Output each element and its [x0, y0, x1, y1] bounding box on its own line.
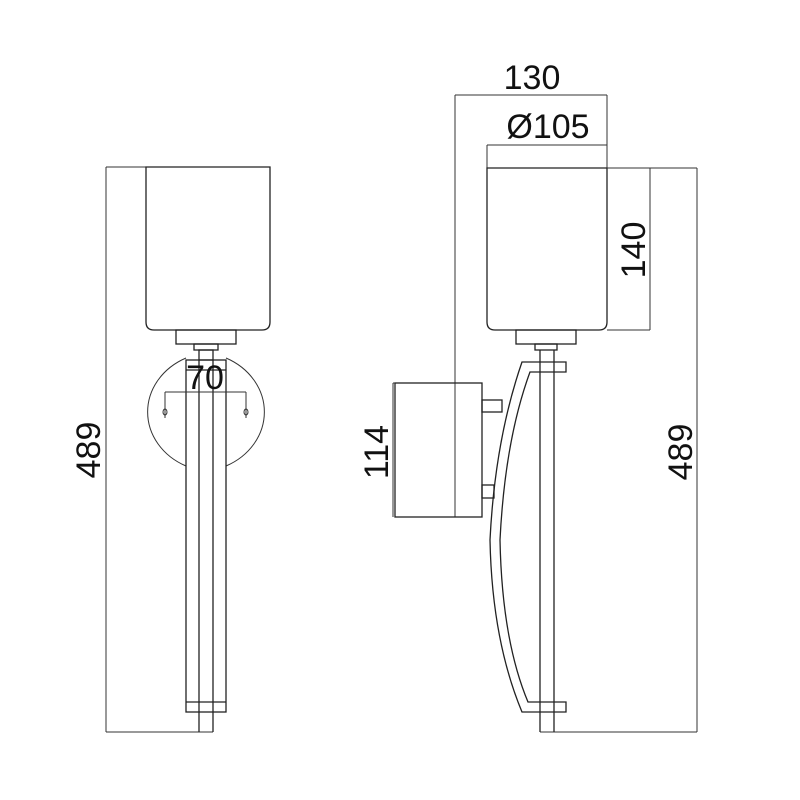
front-backplate	[147, 357, 265, 467]
front-height-label: 489	[70, 422, 108, 479]
side-cap	[515, 329, 577, 345]
curved-arm	[489, 361, 567, 713]
side-rod	[539, 350, 555, 732]
backplate-height-dimension: 114	[358, 382, 396, 517]
mount-spacing-dimension: 70	[162, 359, 249, 418]
mount-spacing-label: 70	[186, 359, 224, 397]
projection-label: 130	[504, 59, 561, 97]
front-view: 489 70	[70, 166, 271, 733]
front-neck	[193, 343, 219, 351]
side-backplate	[394, 382, 503, 518]
front-rod	[185, 359, 227, 732]
shade-height-dimension: 140	[607, 167, 697, 331]
side-view: 130 Ø105 140 489	[358, 59, 700, 733]
side-shade	[486, 167, 608, 331]
mount-hole-left	[162, 408, 168, 416]
projection-dimension: 130	[454, 59, 608, 517]
front-shade	[145, 166, 271, 331]
shade-height-label: 140	[615, 222, 653, 279]
shade-diameter-label: Ø105	[506, 108, 589, 146]
front-cap	[175, 329, 237, 345]
side-height-label: 489	[662, 424, 700, 481]
side-height-dimension: 489	[540, 168, 700, 733]
mount-hole-right	[243, 408, 249, 416]
shade-diameter-dimension: Ø105	[486, 108, 607, 168]
backplate-height-label: 114	[358, 425, 396, 479]
front-height-dimension: 489	[70, 166, 213, 733]
